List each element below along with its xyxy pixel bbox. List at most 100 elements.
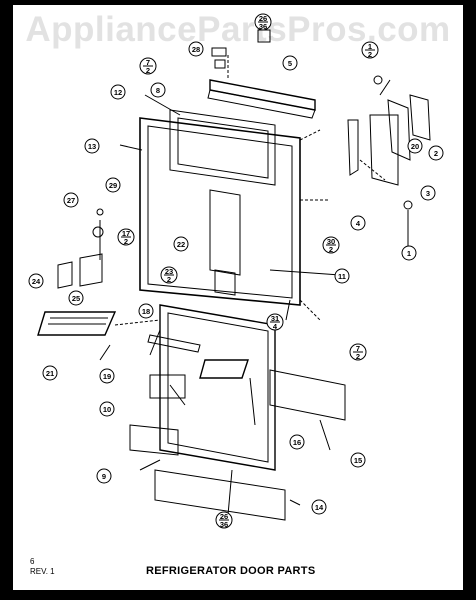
bracket-part-20 bbox=[387, 99, 411, 161]
revision-label: REV. 1 bbox=[30, 567, 55, 576]
svg-text:26: 26 bbox=[220, 512, 228, 521]
svg-text:29: 29 bbox=[109, 181, 117, 190]
diagram-title: REFRIGERATOR DOOR PARTS bbox=[146, 565, 316, 577]
svg-text:30: 30 bbox=[327, 237, 335, 246]
callout-19: 19 bbox=[99, 368, 115, 384]
svg-text:2: 2 bbox=[146, 66, 150, 75]
hinge-part-25 bbox=[79, 253, 103, 287]
callout-30-2: 302 bbox=[322, 236, 340, 254]
callout-9: 9 bbox=[96, 468, 112, 484]
svg-text:20: 20 bbox=[411, 142, 419, 151]
svg-text:5: 5 bbox=[288, 59, 292, 68]
svg-text:2: 2 bbox=[356, 352, 360, 361]
callout-5: 5 bbox=[282, 55, 298, 71]
inner-panel-part-12 bbox=[169, 109, 276, 186]
svg-text:36: 36 bbox=[259, 22, 267, 31]
callout-13: 13 bbox=[84, 138, 100, 154]
callout-11: 11 bbox=[334, 268, 350, 284]
callout-28: 28 bbox=[188, 41, 204, 57]
callout-16: 16 bbox=[289, 434, 305, 450]
screw-part-29 bbox=[96, 208, 104, 216]
hinge-bracket-part-3 bbox=[369, 114, 399, 186]
bushing-part-27 bbox=[92, 226, 104, 238]
svg-text:8: 8 bbox=[156, 86, 160, 95]
callout-12: 12 bbox=[110, 84, 126, 100]
callout-3: 3 bbox=[420, 185, 436, 201]
svg-text:11: 11 bbox=[338, 272, 346, 281]
hinge-pin-part-4 bbox=[347, 119, 359, 176]
callout-17-2: 172 bbox=[117, 228, 135, 246]
top-bracket-part-5 bbox=[209, 79, 316, 111]
svg-text:2: 2 bbox=[329, 245, 333, 254]
callout-29: 29 bbox=[105, 177, 121, 193]
watermark: AppliancePartsPros.com bbox=[25, 10, 451, 49]
svg-text:24: 24 bbox=[32, 277, 41, 286]
svg-text:4: 4 bbox=[273, 322, 278, 331]
svg-text:1: 1 bbox=[368, 42, 372, 51]
screw-part-26 bbox=[257, 29, 271, 43]
svg-text:13: 13 bbox=[88, 142, 96, 151]
page-number: 6 bbox=[30, 557, 35, 566]
callout-22: 22 bbox=[173, 236, 189, 252]
stop-part-22 bbox=[214, 269, 236, 296]
svg-text:15: 15 bbox=[354, 456, 362, 465]
svg-text:14: 14 bbox=[315, 503, 324, 512]
svg-text:23: 23 bbox=[165, 267, 173, 276]
callout-24: 24 bbox=[28, 273, 44, 289]
callout-10: 10 bbox=[99, 401, 115, 417]
callout-7-2-bottom: 72 bbox=[349, 343, 367, 361]
svg-text:31: 31 bbox=[271, 314, 279, 323]
svg-text:2: 2 bbox=[167, 275, 171, 284]
svg-text:26: 26 bbox=[259, 14, 267, 23]
callout-23-2: 232 bbox=[160, 266, 178, 284]
svg-text:16: 16 bbox=[293, 438, 301, 447]
callout-21: 21 bbox=[42, 365, 58, 381]
svg-text:22: 22 bbox=[177, 240, 185, 249]
outer-panel-part-14 bbox=[154, 469, 286, 521]
svg-text:2: 2 bbox=[434, 149, 438, 158]
callout-1: 1 bbox=[401, 245, 417, 261]
hinge-cap-part-28 bbox=[211, 47, 227, 57]
cover-part-9 bbox=[129, 424, 179, 456]
svg-text:17: 17 bbox=[122, 229, 130, 238]
svg-text:28: 28 bbox=[192, 45, 200, 54]
tray-part-21 bbox=[37, 311, 117, 336]
callout-2: 2 bbox=[428, 145, 444, 161]
svg-text:3: 3 bbox=[426, 189, 430, 198]
callout-18: 18 bbox=[138, 303, 154, 319]
svg-text:10: 10 bbox=[103, 405, 111, 414]
svg-text:1: 1 bbox=[407, 249, 411, 258]
svg-text:7: 7 bbox=[356, 344, 360, 353]
bracket-part-10 bbox=[149, 374, 186, 399]
svg-text:36: 36 bbox=[220, 520, 228, 529]
callout-8: 8 bbox=[150, 82, 166, 98]
callout-14: 14 bbox=[311, 499, 327, 515]
callout-31-4: 314 bbox=[266, 313, 284, 331]
svg-text:2: 2 bbox=[124, 237, 128, 246]
screw-part-1 bbox=[403, 200, 413, 210]
svg-text:18: 18 bbox=[142, 307, 150, 316]
callout-20: 20 bbox=[407, 138, 423, 154]
svg-text:25: 25 bbox=[72, 294, 80, 303]
svg-text:9: 9 bbox=[102, 472, 106, 481]
svg-text:19: 19 bbox=[103, 372, 111, 381]
svg-text:7: 7 bbox=[146, 58, 150, 67]
svg-text:2: 2 bbox=[368, 50, 372, 59]
svg-text:4: 4 bbox=[356, 219, 361, 228]
dispenser-housing bbox=[159, 304, 276, 471]
callout-7-2-top: 72 bbox=[139, 57, 157, 75]
callout-15: 15 bbox=[350, 452, 366, 468]
drip-tray-part-16 bbox=[199, 359, 249, 379]
callout-25: 25 bbox=[68, 290, 84, 306]
callout-1-2: 12 bbox=[361, 41, 379, 59]
svg-text:12: 12 bbox=[114, 88, 122, 97]
trim-part-19 bbox=[147, 334, 201, 353]
svg-text:27: 27 bbox=[67, 196, 75, 205]
shim-part-2 bbox=[409, 94, 431, 141]
hinge-part-24 bbox=[57, 261, 73, 289]
screw-part-1-top bbox=[373, 75, 383, 85]
